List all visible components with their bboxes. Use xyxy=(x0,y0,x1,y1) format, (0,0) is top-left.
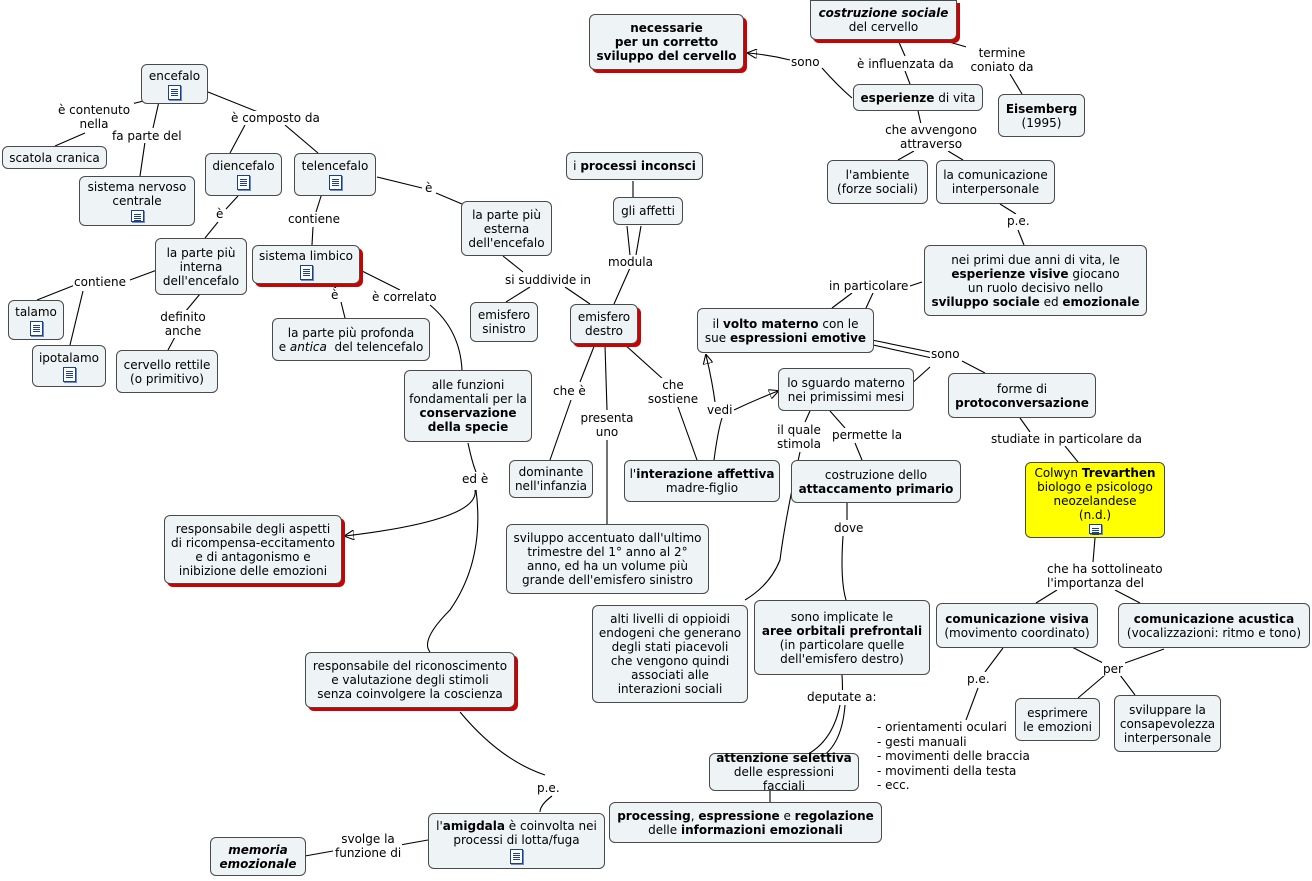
link-telencefalo-e: è xyxy=(424,181,434,195)
link-e-influenzata-da: è influenzata da xyxy=(856,57,955,71)
node-gli-affetti[interactable]: gli affetti xyxy=(613,197,683,225)
node-sguardo-materno[interactable]: lo sguardo materno nei primissimi mesi xyxy=(778,368,914,411)
link-limbico-e: è xyxy=(330,288,340,302)
node-protoconversazione[interactable]: forme di protoconversazione xyxy=(948,373,1096,418)
node-ricompensa-eccitamento[interactable]: responsabile degli aspetti di ricompensa… xyxy=(164,515,342,584)
link-fa-parte-del: fa parte del xyxy=(111,129,183,143)
link-vedi: vedi xyxy=(706,403,734,417)
link-il-quale-stimola: il quale stimola xyxy=(773,423,825,451)
node-interazione-affettiva[interactable]: l'interazione affettiva madre-figlio xyxy=(624,460,780,502)
link-ha-sottolineato: che ha sottolineato l'importanza del xyxy=(1046,562,1163,590)
node-parte-piu-interna[interactable]: la parte più interna dell'encefalo xyxy=(155,238,247,295)
examples-list: - orientamenti oculari - gesti manuali -… xyxy=(877,720,1030,792)
link-studiate-in-particolare: studiate in particolare da xyxy=(990,432,1143,446)
node-diencefalo[interactable]: diencefalo xyxy=(205,153,282,196)
node-comunicazione-visiva[interactable]: comunicazione visiva (movimento coordina… xyxy=(936,603,1098,648)
node-funzioni-fondamentali[interactable]: alle funzioni fondamentali per la conser… xyxy=(404,370,532,442)
link-termine-coniato-da: termine coniato da xyxy=(966,46,1038,74)
node-consapevolezza-interpersonale[interactable]: sviluppare la consapevolezza interperson… xyxy=(1114,695,1221,752)
node-memoria-emozionale[interactable]: memoria emozionale xyxy=(210,837,306,876)
node-costruzione-sociale[interactable]: costruzione sociale del cervello xyxy=(810,0,957,40)
link-e-correlato: è correlato xyxy=(371,290,438,304)
link-che-sostiene: che sostiene xyxy=(644,378,702,406)
link-in-particolare: in particolare xyxy=(828,279,910,293)
link-che-avvengono-attraverso: che avvengono attraverso xyxy=(882,123,980,151)
link-e-composto-da: è composto da xyxy=(230,111,321,125)
document-icon[interactable] xyxy=(1088,524,1102,534)
node-dominante-infanzia[interactable]: dominante nell'infanzia xyxy=(509,460,593,498)
node-aree-orbitali-prefrontali[interactable]: sono implicate le aree orbitali prefront… xyxy=(754,600,930,675)
node-sistema-limbico[interactable]: sistema limbico xyxy=(252,245,360,284)
link-che-e: che è xyxy=(552,384,587,398)
node-volto-materno[interactable]: il volto materno con le sue espressioni … xyxy=(697,308,874,353)
link-pe-visiva: p.e. xyxy=(966,672,991,686)
link-pe-amigdala: p.e. xyxy=(536,781,561,795)
node-oppioidi-endogeni[interactable]: alti livelli di oppioidi endogeni che ge… xyxy=(592,605,748,703)
link-ed-e: ed è xyxy=(461,472,490,486)
link-per: per xyxy=(1102,662,1124,676)
link-definito-anche: definito anche xyxy=(158,310,208,338)
node-processi-inconsci[interactable]: i processi inconsci xyxy=(566,152,703,180)
document-icon[interactable] xyxy=(62,366,76,382)
node-sistema-nervoso-centrale[interactable]: sistema nervoso centrale xyxy=(79,176,195,226)
link-contiene-limbico: contiene xyxy=(287,212,341,226)
link-sono-forme: sono xyxy=(930,347,961,361)
link-svolge-la-funzione: svolge la funzione di xyxy=(334,832,402,860)
document-icon[interactable] xyxy=(130,210,144,222)
node-emisfero-sinistro[interactable]: emisfero sinistro xyxy=(470,302,538,342)
document-icon[interactable] xyxy=(328,175,342,190)
link-modula: modula xyxy=(607,255,654,269)
link-contiene-talamo: contiene xyxy=(73,275,127,289)
document-icon[interactable] xyxy=(29,320,43,336)
link-presenta-uno: presenta uno xyxy=(578,411,636,439)
node-comunicazione-acustica[interactable]: comunicazione acustica (vocalizzazioni: … xyxy=(1118,603,1310,648)
node-encefalo[interactable]: encefalo xyxy=(141,64,208,104)
node-talamo[interactable]: talamo xyxy=(8,300,64,340)
node-ambiente[interactable]: l'ambiente (forze sociali) xyxy=(827,160,928,204)
node-parte-piu-profonda[interactable]: la parte più profonda e antica del telen… xyxy=(272,318,430,361)
node-telencefalo[interactable]: telencefalo xyxy=(294,153,376,196)
node-amigdala[interactable]: l'amigdala è coinvolta nei processi di l… xyxy=(428,813,605,869)
node-processing-regolazione[interactable]: processing, espressione e regolazione de… xyxy=(609,802,882,843)
node-esprimere-emozioni[interactable]: esprimere le emozioni xyxy=(1015,698,1100,741)
link-dove: dove xyxy=(833,521,865,535)
link-si-suddivide-in: si suddivide in xyxy=(504,273,593,287)
link-deputate-a: deputate a: xyxy=(806,690,878,704)
document-icon[interactable] xyxy=(299,265,313,280)
link-pe-comunicazione: p.e. xyxy=(1006,214,1031,228)
node-trevarthen[interactable]: Colwyn Trevarthen biologo e psicologo ne… xyxy=(1025,462,1165,538)
node-necessarie[interactable]: necessarie per un corretto sviluppo del … xyxy=(589,14,744,70)
node-ipotalamo[interactable]: ipotalamo xyxy=(32,345,106,387)
node-primi-due-anni[interactable]: nei primi due anni di vita, le esperienz… xyxy=(924,245,1147,316)
node-sviluppo-accentuato[interactable]: sviluppo accentuato dall'ultimo trimestr… xyxy=(506,524,709,594)
link-e-contenuto-nella: è contenuto nella xyxy=(54,103,134,131)
link-sono-necessarie: sono xyxy=(790,55,821,69)
node-esperienze-di-vita[interactable]: esperienze di vita xyxy=(853,84,983,111)
node-riconoscimento-stimoli[interactable]: responsabile del riconoscimento e valuta… xyxy=(305,652,515,708)
node-comunicazione-interpersonale[interactable]: la comunicazione interpersonale xyxy=(936,160,1055,204)
node-parte-piu-esterna[interactable]: la parte più esterna dell'encefalo xyxy=(461,201,552,256)
document-icon[interactable] xyxy=(237,175,250,190)
node-emisfero-destro[interactable]: emisfero destro xyxy=(570,304,638,344)
node-attaccamento-primario[interactable]: costruzione dello attaccamento primario xyxy=(791,460,961,503)
node-eisemberg[interactable]: Eisemberg (1995) xyxy=(998,94,1085,137)
node-attenzione-selettiva[interactable]: attenzione selettiva delle espressioni f… xyxy=(709,751,859,793)
link-diencefalo-e: è xyxy=(215,207,225,221)
node-cervello-rettile[interactable]: cervello rettile (o primitivo) xyxy=(116,350,218,393)
link-permette-la: permette la xyxy=(831,428,904,442)
node-scatola-cranica[interactable]: scatola cranica xyxy=(2,146,107,169)
document-icon[interactable] xyxy=(510,848,523,864)
document-icon[interactable] xyxy=(168,84,181,100)
